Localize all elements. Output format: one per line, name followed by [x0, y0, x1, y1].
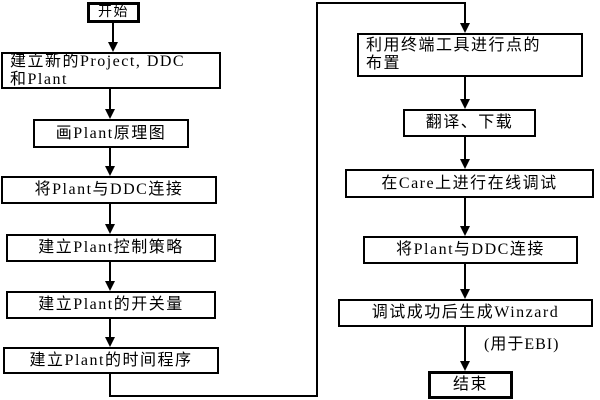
- node-connect-plant-ddc-2: 将Plant与DDC连接: [363, 236, 578, 264]
- arrowhead: [108, 42, 118, 52]
- arrowhead: [460, 159, 470, 169]
- arrowhead: [105, 224, 115, 234]
- node-create-switch-quantity: 建立Plant的开关量: [6, 291, 216, 319]
- arrowhead: [105, 337, 115, 347]
- winzard-ebi-note: (用于EBI): [484, 336, 560, 353]
- node-connect-plant-ddc: 将Plant与DDC连接: [1, 176, 217, 204]
- node-draw-plant-diagram: 画Plant原理图: [33, 119, 189, 148]
- arrowhead: [460, 361, 470, 371]
- arrowhead: [460, 226, 470, 236]
- node-create-project: 建立新的Project, DDC 和Plant: [1, 52, 221, 89]
- arrowhead: [460, 99, 470, 109]
- node-create-control-strategy: 建立Plant控制策略: [6, 234, 216, 262]
- node-translate-download: 翻译、下载: [403, 109, 536, 137]
- arrowhead: [460, 23, 470, 33]
- node-start: 开始: [87, 2, 140, 23]
- arrowhead: [105, 281, 115, 291]
- node-online-debug-care: 在Care上进行在线调试: [345, 169, 594, 198]
- node-generate-winzard: 调试成功后生成Winzard: [338, 299, 593, 327]
- node-end: 结束: [428, 371, 513, 399]
- arrowhead: [105, 109, 115, 119]
- arrowhead: [105, 166, 115, 176]
- node-terminal-tool-points: 利用终端工具进行点的 布置: [357, 33, 583, 77]
- arrowhead: [460, 289, 470, 299]
- node-create-time-program: 建立Plant的时间程序: [3, 347, 219, 374]
